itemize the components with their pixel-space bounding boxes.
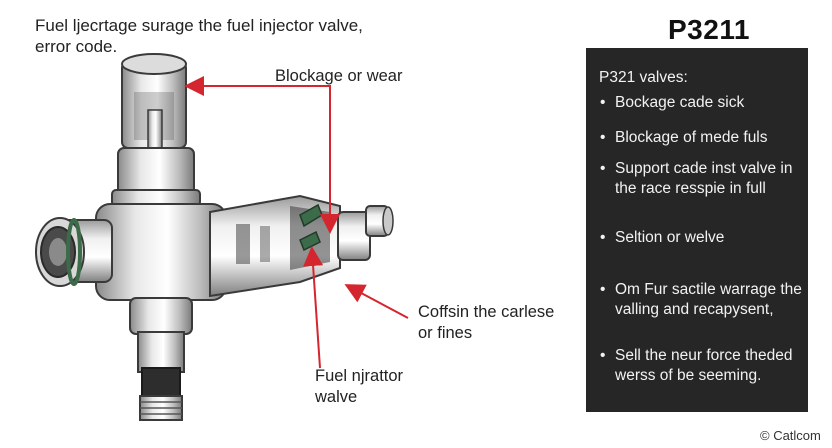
- diagram-caption: Fuel ljecrtage surage the fuel injector …: [35, 16, 363, 56]
- fuel-injector-illustration: [35, 53, 409, 421]
- label-fuel-valve: Fuel njrattor walve: [315, 367, 404, 406]
- label-coffsin: Coffsin the carlese or fines: [418, 303, 555, 342]
- injector-body: [95, 203, 227, 301]
- arrow-valve: [303, 246, 324, 369]
- arrow-coffsin: [344, 284, 409, 319]
- panel-item: Support cade inst valve in the race ress…: [600, 159, 815, 199]
- panel-item: Om Fur sactile warrage the valling and r…: [600, 280, 815, 320]
- copyright-footer: © Catlcom: [760, 428, 821, 443]
- right-housing: [209, 194, 394, 298]
- injector-top-cap: [121, 53, 187, 163]
- panel-item: Blockage of mede fuls: [600, 128, 815, 148]
- panel-item: Bockage cade sick: [600, 93, 815, 113]
- diagram-title: P3211: [668, 14, 750, 45]
- panel-item: Seltion or welve: [600, 228, 815, 248]
- info-panel: P321 valves: Bockage cade sick Blockage …: [586, 48, 808, 412]
- injector-neck: [111, 147, 201, 207]
- left-inlet-port: [35, 217, 113, 287]
- label-blockage-or-wear: Blockage or wear: [275, 67, 403, 85]
- injector-lower-stem: [129, 297, 193, 421]
- panel-item: Sell the neur force theded werss of be s…: [600, 346, 815, 386]
- panel-heading: P321 valves:: [599, 69, 688, 86]
- arrow-blockage: [270, 85, 340, 234]
- pointer-arrows: [184, 76, 409, 369]
